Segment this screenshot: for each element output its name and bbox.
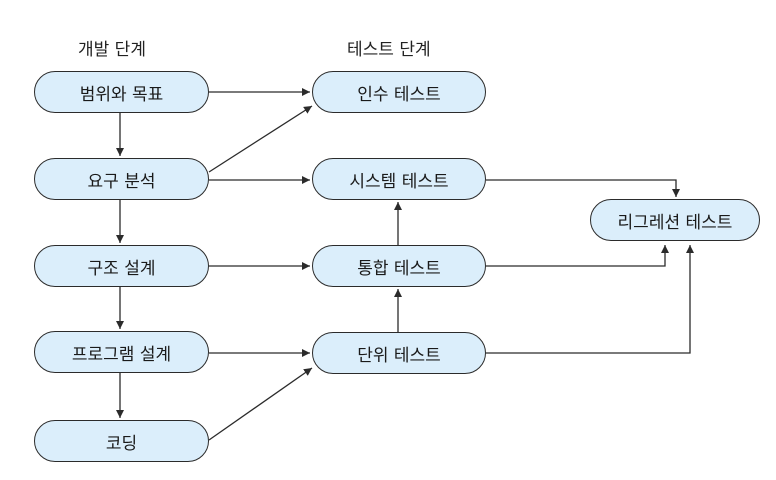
node-requirements-analysis: 요구 분석 — [34, 158, 209, 200]
node-integration-test: 통합 테스트 — [312, 245, 486, 287]
test-stage-heading: 테스트 단계 — [347, 40, 431, 60]
development-stage-heading: 개발 단계 — [78, 40, 146, 60]
node-system-test: 시스템 테스트 — [312, 158, 486, 200]
node-regression-test: 리그레션 테스트 — [590, 199, 760, 241]
arrow-integration-to-regression — [486, 245, 669, 267]
arrow-system-to-regression — [486, 179, 680, 197]
node-unit-test: 단위 테스트 — [312, 332, 486, 374]
node-scope-and-goals: 범위와 목표 — [34, 71, 209, 113]
node-acceptance-test: 인수 테스트 — [312, 71, 486, 113]
node-architecture-design: 구조 설계 — [34, 245, 209, 287]
node-program-design: 프로그램 설계 — [34, 331, 209, 373]
node-coding: 코딩 — [34, 420, 209, 462]
arrow-coding-to-unit — [208, 367, 313, 441]
arrow-unit-to-regression — [486, 245, 694, 354]
arrow-requirements-to-acceptance — [208, 105, 313, 173]
